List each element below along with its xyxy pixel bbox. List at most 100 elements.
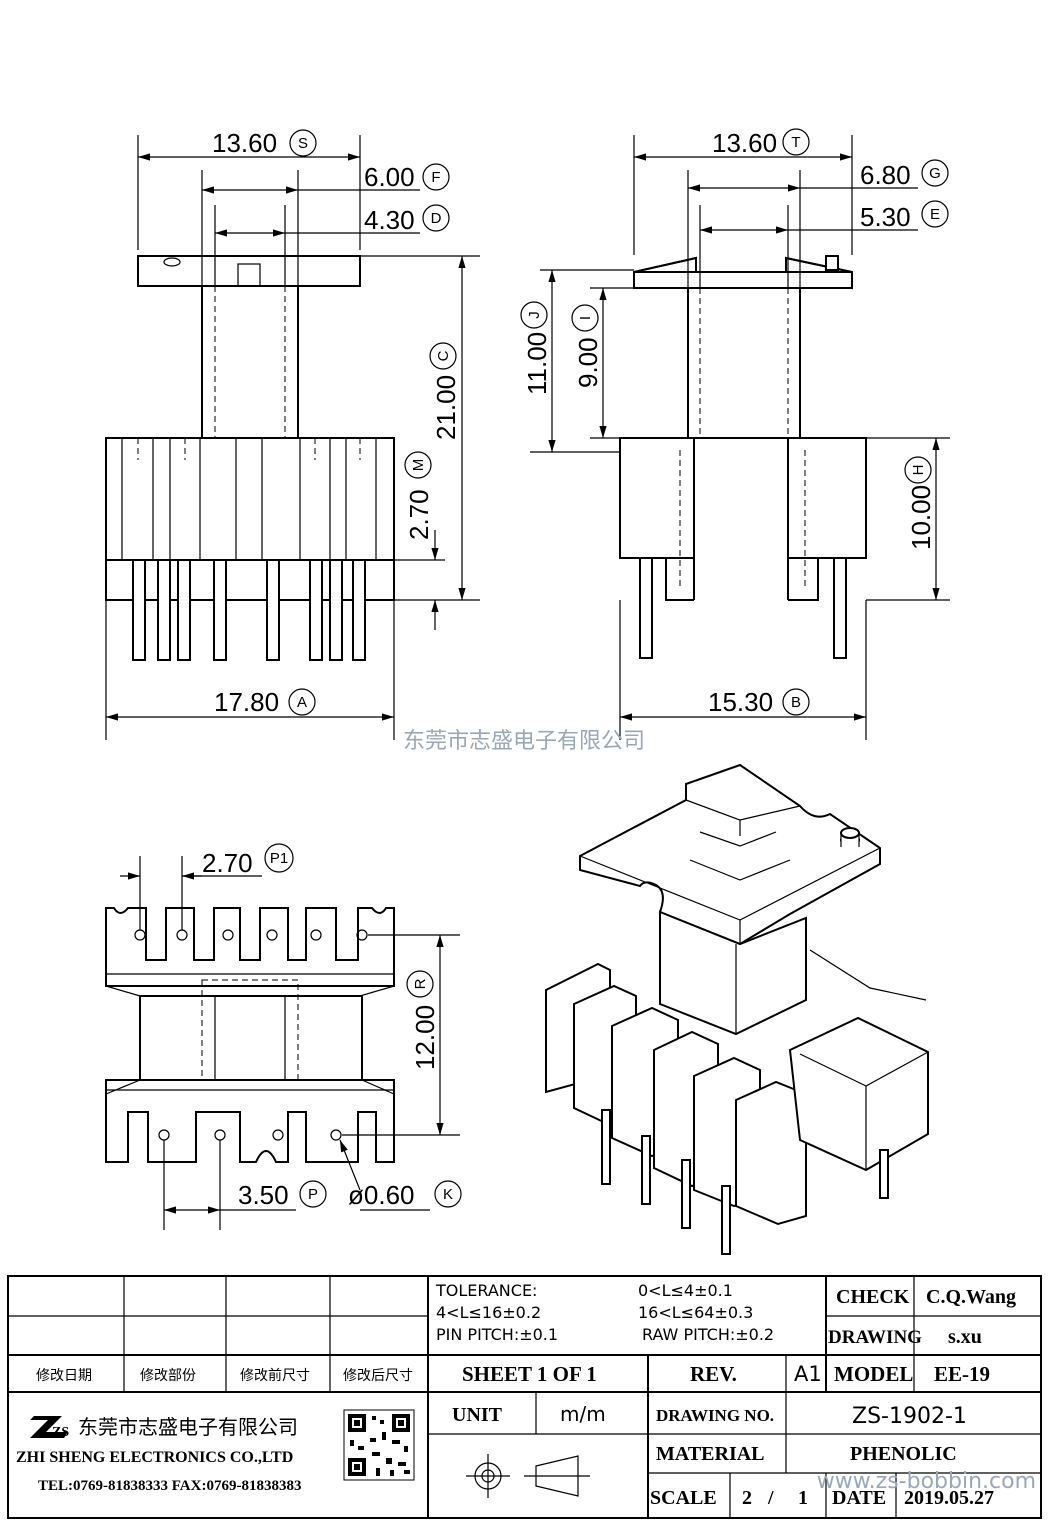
side-top-pin [825, 255, 839, 271]
date-label: DATE [832, 1487, 886, 1509]
dim-s-tag-circle [289, 129, 317, 157]
rev-header-part: 修改部份 [140, 1368, 196, 1384]
dim-t-value: 13.60 [712, 128, 777, 158]
rev-value: A1 [794, 1362, 822, 1386]
iso-core [659, 910, 807, 1036]
dim-m-tag-circle [404, 451, 432, 479]
iso-pins [601, 1109, 889, 1255]
material-value: PHENOLIC [850, 1443, 957, 1465]
tolerance-label: TOLERANCE: [435, 1281, 537, 1300]
dim-a-value: 17.80 [214, 687, 279, 717]
front-pins [132, 559, 366, 661]
date-value: 2019.05.27 [904, 1487, 994, 1509]
dim-p1-tag-circle [264, 843, 294, 873]
dim-d-value: 4.30 [364, 205, 415, 235]
company-logo: ZS [30, 1416, 69, 1440]
drawing-value: s.xu [948, 1326, 982, 1348]
title-block: TOLERANCE: 0<L≤4±0.1 4<L≤16±0.2 16<L≤64±… [7, 1275, 1042, 1519]
dim-f-tag: F [431, 169, 440, 186]
dim-k-tag: K [443, 1186, 453, 1203]
dim-h-value: 10.00 [906, 485, 936, 550]
bottom-view: 2.70 P1 12.00 R 3.50 P ø0.60 K [105, 843, 462, 1230]
dim-a-tag-circle [288, 688, 316, 716]
isometric-view [545, 763, 929, 1255]
tolerance-t3: 16<L≤64±0.3 [638, 1303, 753, 1322]
dim-b-tag: B [791, 694, 801, 711]
rev-header-before: 修改前尺寸 [240, 1367, 310, 1384]
dim-g-tag-circle [921, 159, 949, 187]
side-pin-right [833, 557, 847, 659]
tolerance-t2: 4<L≤16±0.2 [436, 1303, 541, 1322]
bottom-pin-holes [134, 929, 368, 1141]
dim-a-tag: A [297, 694, 307, 711]
dim-e-tag: E [930, 206, 940, 223]
dim-c-tag-circle [429, 342, 457, 370]
front-base [105, 559, 395, 601]
bottom-upper-comb [105, 907, 395, 987]
side-view: 13.60 T 6.80 G 5.30 E 11.00 J 9.00 I [520, 128, 950, 740]
iso-front-fin [735, 1080, 807, 1226]
dim-g-tag: G [929, 165, 941, 182]
dim-c-tag: C [435, 350, 452, 361]
dim-p-tag-circle [299, 1180, 327, 1208]
dim-k-tag-circle [434, 1180, 462, 1208]
dim-s-tag: S [298, 135, 308, 152]
iso-right-block [788, 1016, 929, 1172]
dim-p1-tag: P1 [270, 850, 288, 867]
scale-num: 2 [742, 1487, 752, 1509]
material-label: MATERIAL [656, 1443, 765, 1465]
qr-code [343, 1409, 415, 1481]
model-value: EE-19 [934, 1362, 990, 1386]
scale-label: SCALE [650, 1487, 717, 1509]
model-label: MODEL [834, 1362, 913, 1386]
dim-h-tag: H [910, 465, 927, 476]
rev-label: REV. [690, 1362, 737, 1386]
unit-value: m/m [560, 1402, 606, 1426]
rev-header-after: 修改后尺寸 [343, 1368, 413, 1384]
drawing-label: DRAWING [828, 1327, 922, 1348]
tolerance-pin-pitch: PIN PITCH:±0.1 [436, 1325, 558, 1344]
tolerance-t1: 0<L≤4±0.1 [638, 1281, 733, 1300]
dim-b-value: 15.30 [708, 687, 773, 717]
scale-sep: / [767, 1487, 774, 1509]
side-top-flange [633, 271, 853, 289]
dim-i-value: 9.00 [573, 337, 603, 388]
unit-label: UNIT [452, 1404, 503, 1426]
sheet-text: SHEET 1 OF 1 [462, 1362, 597, 1386]
dim-j-tag-circle [520, 301, 548, 329]
dim-p1-value: 2.70 [202, 848, 253, 878]
drawing-no-label: DRAWING NO. [656, 1406, 774, 1425]
svg-text:ZS: ZS [52, 1425, 69, 1440]
side-pin-left [639, 557, 653, 659]
tolerance-raw-pitch: RAW PITCH:±0.2 [642, 1325, 774, 1344]
dim-d-tag-circle [422, 204, 450, 232]
watermark-company: 东莞市志盛电子有限公司 [403, 729, 645, 754]
dim-r-tag: R [412, 978, 429, 989]
dim-c-value: 21.00 [431, 375, 461, 440]
dim-m-tag: M [410, 459, 427, 472]
drawing-no-value: ZS-1902-1 [852, 1404, 967, 1429]
projection-symbol [466, 1454, 590, 1498]
dim-f-value: 6.00 [364, 162, 415, 192]
dim-k-value: ø0.60 [348, 1180, 415, 1210]
dim-d-tag: D [431, 210, 442, 227]
front-top-hole [163, 257, 181, 267]
iso-top-flange [579, 763, 881, 946]
front-slots [121, 438, 377, 560]
dim-s-value: 13.60 [212, 128, 277, 158]
watermark-url: www.zs-bobbin.com [817, 1469, 1036, 1494]
dim-p-value: 3.50 [238, 1180, 289, 1210]
dim-j-tag: J [526, 311, 543, 319]
dim-i-tag-circle [571, 304, 599, 332]
dim-e-tag-circle [921, 200, 949, 228]
dim-g-value: 6.80 [860, 160, 911, 190]
dim-t-tag: T [791, 134, 800, 151]
dim-p-tag: P [308, 1186, 318, 1203]
scale-den: 1 [798, 1487, 808, 1509]
dim-j-value: 11.00 [522, 332, 552, 395]
dim-m-value: 2.70 [404, 489, 434, 540]
rev-header-date: 修改日期 [36, 1368, 92, 1384]
dim-i-tag: I [577, 316, 594, 320]
company-name-en: ZHI SHENG ELECTRONICS CO.,LTD [16, 1449, 293, 1466]
check-value: C.Q.Wang [926, 1286, 1016, 1308]
